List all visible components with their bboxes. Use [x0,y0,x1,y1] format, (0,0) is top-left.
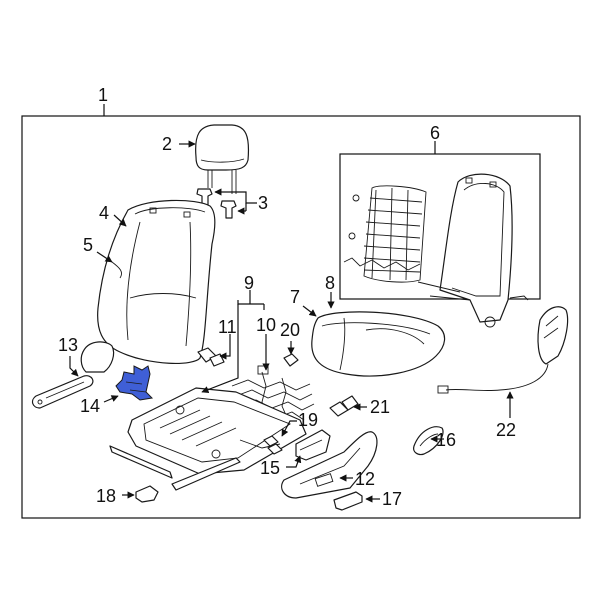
callout-22: 22 [496,420,516,440]
seatback-frame-inset [339,141,541,300]
seat-cushion-part[interactable] [311,311,446,377]
lever-handle-part[interactable] [333,491,363,511]
callout-8: 8 [325,273,335,293]
callout-4: 4 [99,203,109,223]
callout-16: 16 [436,430,456,450]
callout-19: 19 [298,410,318,430]
callout-14: 14 [80,396,100,416]
callout-15: 15 [260,458,280,478]
callout-10: 10 [256,315,276,335]
lever-knob-part[interactable] [413,426,444,456]
seatback-spring-part[interactable] [343,185,427,283]
headrest-part[interactable] [195,124,250,194]
callout-3: 3 [258,193,268,213]
bolt-cover-part[interactable] [135,485,159,503]
clip-19-part[interactable] [263,435,283,455]
callout-13: 13 [58,335,78,355]
callout-21: 21 [370,397,390,417]
callout-12: 12 [355,469,375,489]
highlighted-recliner-bracket-part[interactable] [115,365,154,401]
clip-part[interactable] [197,347,225,367]
callout-11: 11 [218,317,237,337]
callout-17: 17 [382,489,402,509]
airbag-harness-part[interactable] [437,306,569,394]
callout-18: 18 [96,486,116,506]
callout-9: 9 [244,273,254,293]
callout-2: 2 [162,134,172,154]
seatback-part[interactable] [97,199,216,364]
side-shield-part[interactable] [281,431,378,499]
recliner-cover-part[interactable] [31,341,115,409]
seatback-frame-part[interactable] [417,173,529,328]
callout-6: 6 [430,123,440,143]
clip-21-part[interactable] [329,395,359,417]
callout-5: 5 [83,235,93,255]
callout-1: 1 [98,85,108,105]
callout-20: 20 [280,320,300,340]
assembly-frame [21,104,581,519]
fastener-part[interactable] [283,353,299,367]
callout-7: 7 [290,287,300,307]
